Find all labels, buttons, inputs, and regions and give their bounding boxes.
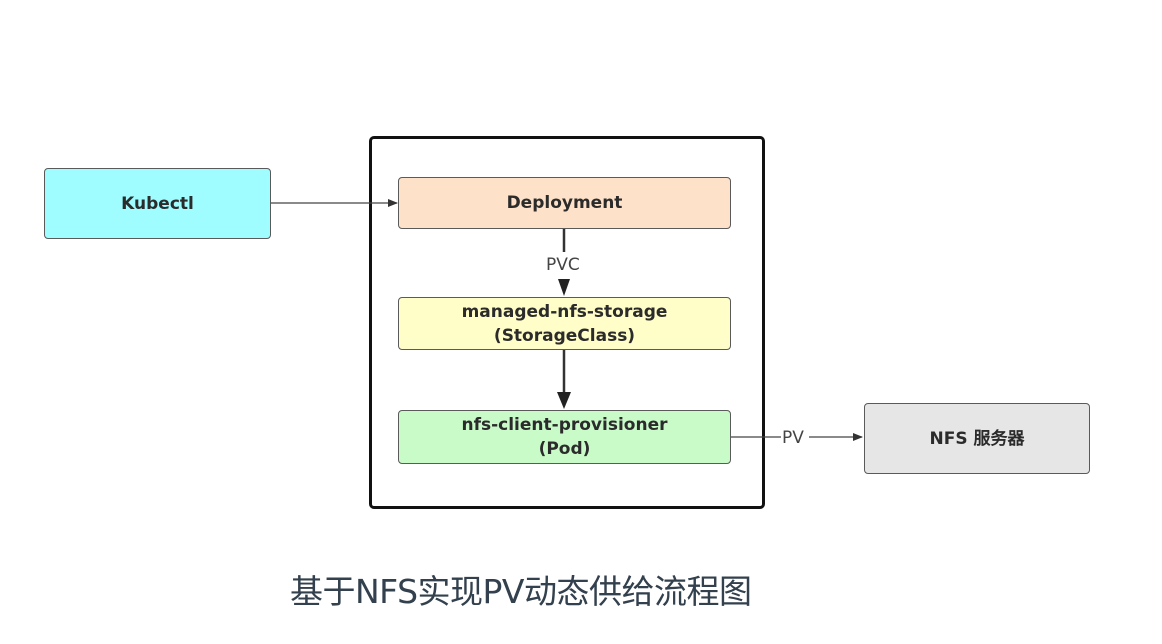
- deployment-label: Deployment: [506, 193, 623, 213]
- provisioner-node: nfs-client-provisioner (Pod): [398, 410, 731, 464]
- storageclass-node: managed-nfs-storage (StorageClass): [398, 297, 731, 350]
- provisioner-name: nfs-client-provisioner: [461, 415, 668, 435]
- kubectl-label: Kubectl: [121, 193, 194, 214]
- deployment-node: Deployment: [398, 177, 731, 229]
- nfs-server-node: NFS 服务器: [864, 403, 1090, 474]
- storageclass-name: managed-nfs-storage: [461, 301, 668, 322]
- pvc-edge-label: PVC: [545, 255, 581, 275]
- diagram-caption: 基于NFS实现PV动态供给流程图: [290, 572, 752, 611]
- kubectl-node: Kubectl: [44, 168, 271, 239]
- pv-edge-label: PV: [781, 428, 805, 448]
- storageclass-kind: (StorageClass): [493, 325, 636, 346]
- nfs-server-label: NFS 服务器: [929, 428, 1025, 449]
- provisioner-kind: (Pod): [538, 439, 591, 459]
